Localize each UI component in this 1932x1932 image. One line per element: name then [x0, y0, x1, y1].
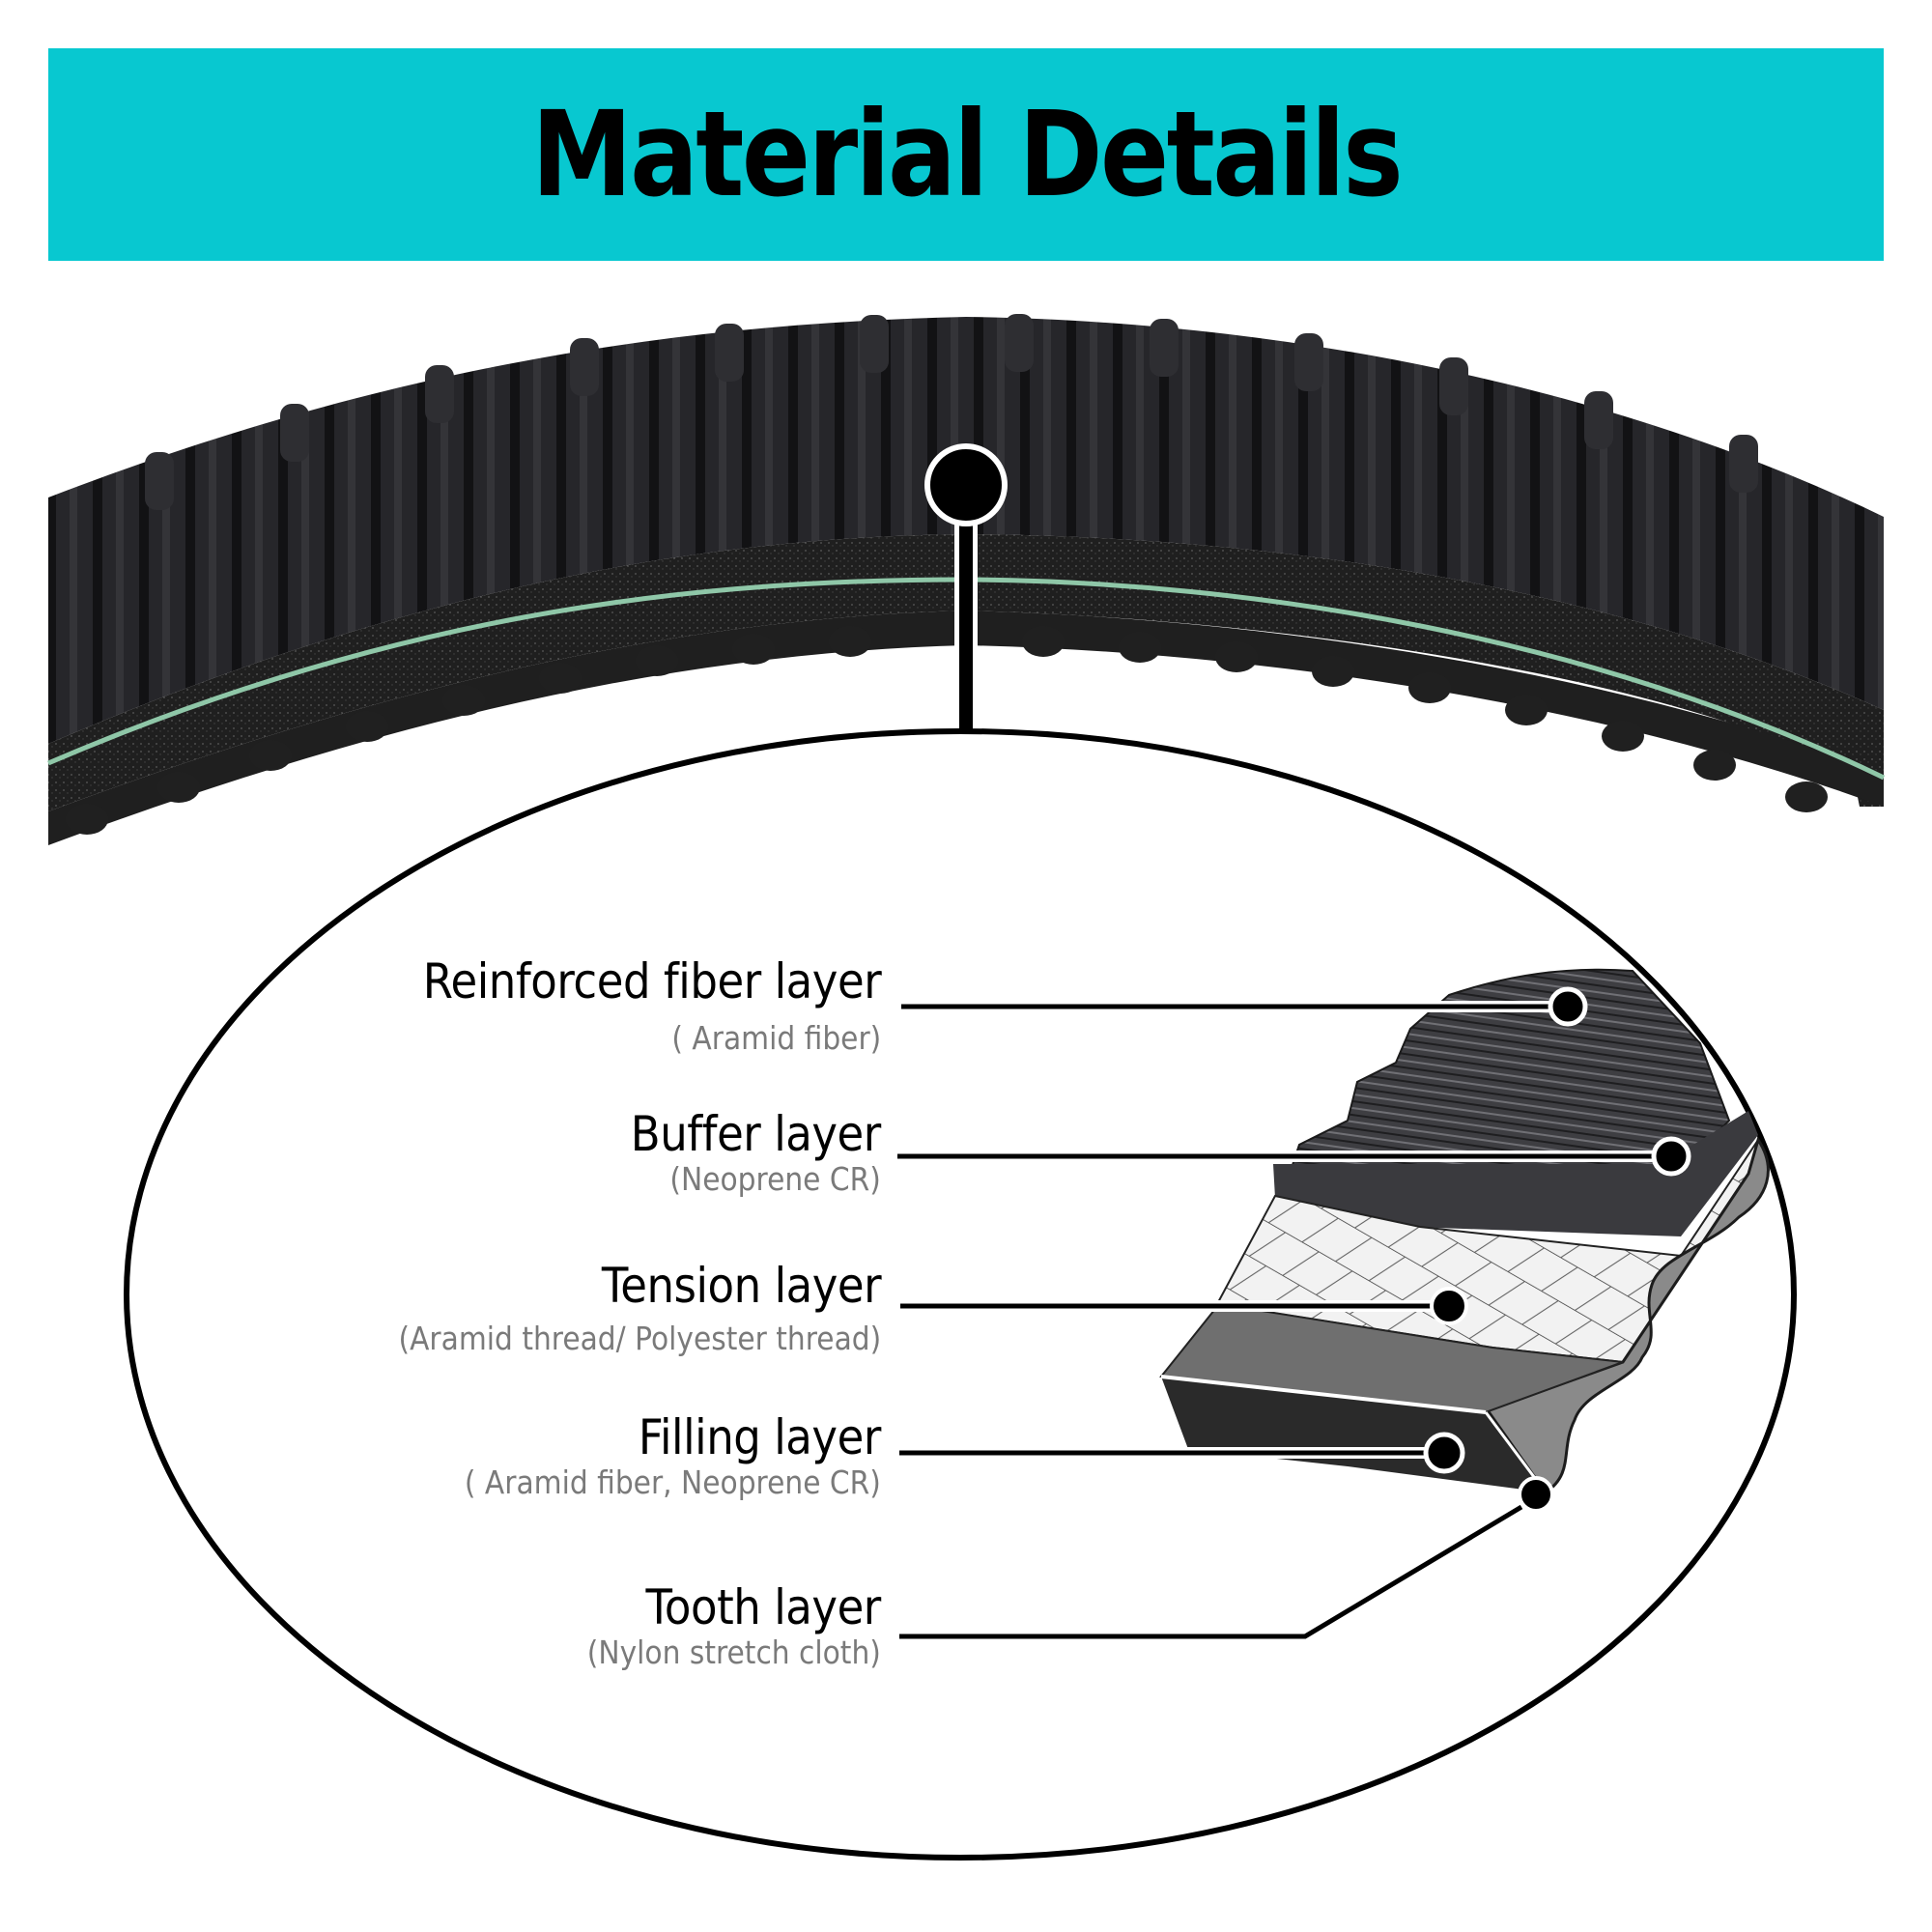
- layer-name: Reinforced fiber layer: [422, 953, 881, 1009]
- layer-name: Filling layer: [638, 1409, 882, 1465]
- layer-markers: [1423, 986, 1691, 1513]
- layer-label-buffer: Buffer layer (Neoprene CR): [603, 1106, 882, 1198]
- layer-material: ( Aramid fiber, Neoprene CR): [464, 1463, 881, 1501]
- tooth-dot-icon: [1518, 1476, 1554, 1513]
- detail-ellipse: [124, 728, 1797, 1861]
- layer-label-reinforced: Reinforced fiber layer ( Aramid fiber): [372, 956, 881, 1057]
- belt-callout: [924, 443, 1008, 734]
- callout-dot-icon: [924, 443, 1008, 526]
- tension-dot-icon: [1430, 1287, 1468, 1325]
- layer-label-filling: Filling layer ( Aramid fiber, Neoprene C…: [418, 1412, 881, 1501]
- filling-dot-icon: [1423, 1432, 1465, 1474]
- buffer-dot-icon: [1651, 1136, 1691, 1177]
- belt-cross-section: [1159, 968, 1770, 1495]
- leader-lines: [897, 1001, 1654, 1639]
- page-title: Material Details: [531, 86, 1403, 223]
- layer-material: (Nylon stretch cloth): [586, 1633, 881, 1671]
- title-banner: Material Details: [48, 48, 1884, 261]
- layer-material: (Neoprene CR): [669, 1159, 881, 1198]
- layer-material: ( Aramid fiber): [671, 1018, 881, 1057]
- layer-name: Tooth layer: [645, 1579, 882, 1635]
- reinforced-dot-icon: [1548, 986, 1588, 1027]
- layer-material: (Aramid thread/ Polyester thread): [398, 1319, 881, 1357]
- layer-label-tension: Tension layer (Aramid thread/ Polyester …: [345, 1261, 881, 1357]
- layer-name: Tension layer: [601, 1258, 882, 1314]
- layer-label-tooth: Tooth layer (Nylon stretch cloth): [554, 1579, 882, 1671]
- layer-name: Buffer layer: [630, 1106, 882, 1162]
